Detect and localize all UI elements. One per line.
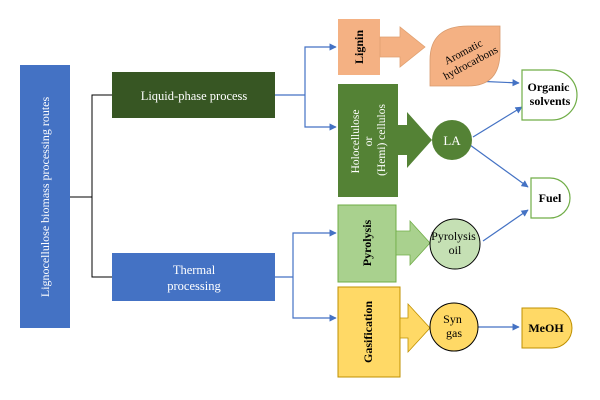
holocellulose-node: Holocellulose or (Hemi) cellulos xyxy=(338,84,432,197)
liquid-phase-label: Liquid-phase process xyxy=(141,89,248,103)
thermal-label-line2: processing xyxy=(167,279,221,293)
gasification-node: Gasification xyxy=(337,286,431,378)
syngas-line1: Syn xyxy=(443,312,462,326)
pyrolysis-arrow xyxy=(395,219,431,267)
meoh-node: MeOH xyxy=(521,307,573,349)
holocellulose-line3: (Hemi) cellulos xyxy=(376,104,388,176)
pyrolysis-oil-line1: Pyrolysis xyxy=(431,229,476,243)
pyrolysis-node: Pyrolysis xyxy=(337,204,431,283)
liquid-bracket-bottom xyxy=(304,95,337,131)
la-label: LA xyxy=(443,133,461,148)
aromatic-node: Aromatic hydrocarbons xyxy=(429,25,501,87)
thermal-bracket-top xyxy=(292,229,337,277)
syngas-node: Syn gas xyxy=(429,302,479,352)
gasification-arrow xyxy=(399,302,431,354)
lignin-label: Lignin xyxy=(352,30,366,64)
holocellulose-label: Holocellulose or (Hemi) cellulos xyxy=(350,104,388,176)
organic-solvents-label: Organic solvents xyxy=(528,80,573,108)
holocellulose-line2: or xyxy=(363,136,375,146)
pyrolysis-label: Pyrolysis xyxy=(360,219,374,266)
pyrolysis-oil-to-fuel-arrow xyxy=(482,209,529,242)
holocellulose-line1: Holocellulose xyxy=(350,110,362,174)
organic-solvents-line1: Organic xyxy=(528,80,571,94)
la-node: LA xyxy=(432,120,472,160)
meoh-label: MeOH xyxy=(528,321,564,335)
thermal-label-line1: Thermal xyxy=(173,263,216,277)
liquid-phase-node: Liquid-phase process xyxy=(112,72,275,118)
aromatic-leaf-shape xyxy=(429,25,501,87)
thermal-bracket-bottom xyxy=(292,277,337,322)
la-to-solvents-arrow xyxy=(472,106,523,138)
holocellulose-arrow xyxy=(398,112,432,168)
organic-solvents-node: Organic solvents xyxy=(521,69,578,121)
lignin-node: Lignin xyxy=(338,19,426,75)
connectors xyxy=(70,94,112,278)
root-bracket xyxy=(91,94,112,278)
fuel-label: Fuel xyxy=(539,191,562,205)
root-label: Lignocellulose biomass processing routes xyxy=(38,97,52,298)
la-to-fuel-arrow xyxy=(469,144,529,188)
organic-solvents-line2: solvents xyxy=(530,94,571,108)
pyrolysis-oil-node: Pyrolysis oil xyxy=(429,218,481,270)
root-node: Lignocellulose biomass processing routes xyxy=(20,65,70,328)
syngas-line2: gas xyxy=(446,326,462,340)
gasification-label: Gasification xyxy=(361,301,375,363)
pyrolysis-oil-label: Pyrolysis oil xyxy=(431,229,479,257)
blue-connectors xyxy=(275,43,529,331)
fuel-node: Fuel xyxy=(530,177,571,219)
syngas-label: Syn gas xyxy=(443,312,465,340)
liquid-bracket-top xyxy=(304,43,337,95)
thermal-node: Thermal processing xyxy=(112,253,275,301)
pyrolysis-oil-line2: oil xyxy=(449,243,462,257)
lignin-arrow xyxy=(379,26,426,68)
